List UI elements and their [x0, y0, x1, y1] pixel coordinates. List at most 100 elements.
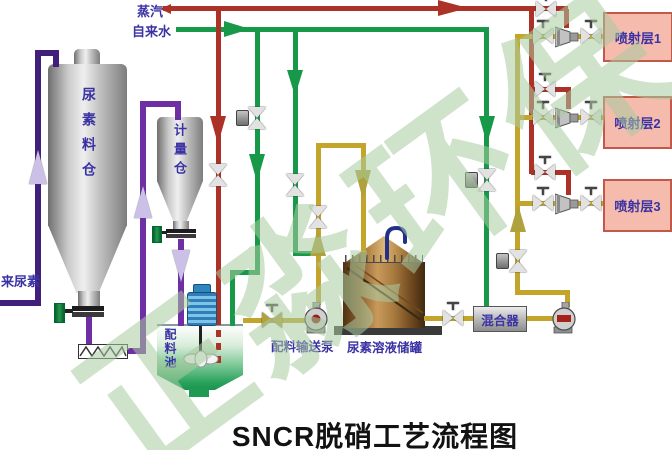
valve-actuator-icon — [465, 172, 478, 188]
injection-layer-3-label: 喷射层3 — [614, 199, 661, 214]
valve-stem — [590, 189, 592, 195]
water-flush-pipe — [292, 31, 298, 256]
metering-bin-label: 计量仓 — [172, 123, 187, 180]
valve-stem — [544, 158, 546, 164]
steam-riser-pipe — [528, 11, 534, 174]
incoming-urea-label: 来尿素 — [1, 274, 41, 289]
isolation-valve-layer1-icon — [581, 20, 601, 44]
pump2-discharge-pipe — [515, 289, 570, 295]
valve-stem — [271, 306, 273, 312]
valve-stem — [544, 75, 546, 81]
silo-valve-rod — [62, 309, 73, 313]
pump2-discharge-pipe — [564, 290, 570, 307]
valve-stem — [545, 0, 547, 1]
valve-actuator-icon — [236, 110, 249, 126]
bin-valve-handle — [152, 226, 162, 243]
mixer-to-pump2-pipe — [524, 315, 556, 321]
metering-bin-cone — [157, 181, 203, 223]
storage-tank-label: 尿素溶液储罐 — [347, 341, 423, 355]
solution-up-arrow — [310, 228, 326, 256]
diagram-title: SNCR脱硝工艺流程图 — [231, 421, 519, 450]
bin-gate-valve-icon — [166, 234, 196, 238]
steam-down-arrow — [210, 116, 226, 144]
bin-valve-rod — [159, 231, 167, 234]
eductor-layer1-icon — [555, 26, 579, 48]
water-down-arrow — [249, 154, 265, 182]
conveyor-riser-pipe — [140, 101, 181, 107]
tank-fill-pipe — [315, 142, 366, 148]
water-actuated-valve-icon — [477, 169, 496, 191]
bin-gate-valve-icon — [166, 229, 196, 233]
agitator-motor — [187, 292, 217, 326]
steam-branch-layer1 — [563, 9, 569, 28]
storage-tank-stairs — [346, 264, 424, 321]
eductor-layer2-icon — [555, 107, 579, 129]
urea-up-arrow — [134, 186, 152, 218]
water-down-arrow — [287, 70, 303, 96]
tap-water-label: 自来水 — [132, 24, 172, 39]
valve-handle — [539, 73, 551, 75]
conveyor-riser-pipe — [175, 101, 181, 120]
urea-riser-to-silo — [53, 49, 59, 67]
valve-stem — [590, 103, 592, 109]
isolation-valve-layer3-icon — [581, 187, 601, 211]
steam-inlet-arrow — [160, 4, 171, 14]
urea-silo-body — [48, 64, 127, 226]
valve-stem — [542, 103, 544, 109]
steam-valve-layer3-icon — [535, 156, 555, 180]
pump1-discharge-valve-icon — [309, 206, 327, 228]
tank-vent-pipe-icon — [385, 225, 407, 260]
urea-down-arrow — [172, 250, 190, 282]
solution-valve-layer2-icon — [533, 101, 553, 125]
water-pipe-to-pool — [229, 270, 235, 326]
injection-layer-2-label: 喷射层2 — [614, 116, 661, 131]
transfer-pump-label: 配料输送泵 — [271, 340, 334, 354]
solution-valve-layer3-icon — [533, 187, 553, 211]
steam-valve-layer2-icon — [535, 73, 555, 97]
static-mixer-box: 混合器 — [473, 306, 527, 332]
valve-handle — [539, 156, 551, 158]
solution-valve-layer1-icon — [533, 20, 553, 44]
solution-main-riser — [515, 33, 520, 292]
pool-outlet-valve-icon — [262, 304, 282, 328]
steam-sparger-dashed — [215, 330, 221, 368]
injection-layer-1-box: 喷射层1 — [603, 12, 672, 62]
steam-branch-layer3 — [565, 172, 571, 195]
urea-riser-to-silo — [35, 49, 59, 56]
injection-layer-1-label: 喷射层1 — [614, 30, 662, 46]
valve-stem — [590, 22, 592, 28]
urea-silo-label: 尿素料仓 — [81, 87, 97, 187]
screw-conveyor-icon — [78, 344, 128, 359]
booster-pump-icon — [552, 302, 576, 334]
valve-stem — [542, 22, 544, 28]
storage-tank-railing — [345, 255, 423, 263]
silo-valve-handle — [54, 303, 65, 323]
valve-actuator-icon — [496, 253, 509, 269]
urea-silo-cone — [48, 225, 127, 293]
steam-main-pipe — [163, 6, 568, 11]
injection-layer-2-box: 喷射层2 — [603, 96, 672, 149]
metering-bin-outlet — [173, 221, 189, 231]
urea-up-arrow — [29, 150, 47, 184]
silo-gate-valve-icon — [72, 306, 104, 311]
transfer-pump-icon — [304, 302, 328, 334]
silo-gate-valve-icon — [72, 312, 104, 317]
water-actuated-valve-icon — [248, 107, 266, 129]
silo-discharge-pipe — [85, 316, 92, 346]
conveyor-riser-pipe — [140, 104, 146, 354]
static-mixer-label: 混合器 — [481, 313, 519, 328]
valve-stem — [542, 189, 544, 195]
steam-label: 蒸汽 — [137, 4, 164, 19]
steam-branch-layer2 — [565, 89, 571, 109]
steam-valve-icon — [209, 164, 227, 186]
steam-valve-layer1-icon — [536, 0, 556, 17]
incoming-urea-pipe — [0, 299, 41, 306]
isolation-valve-layer2-icon — [581, 101, 601, 125]
water-flush-valve-icon — [286, 174, 304, 196]
tank-outlet-valve-icon — [443, 302, 463, 326]
mixing-pool-label: 配料池 — [163, 328, 177, 370]
eductor-layer3-icon — [555, 193, 579, 215]
solution-down-arrow — [355, 170, 371, 200]
valve-handle — [585, 20, 597, 22]
